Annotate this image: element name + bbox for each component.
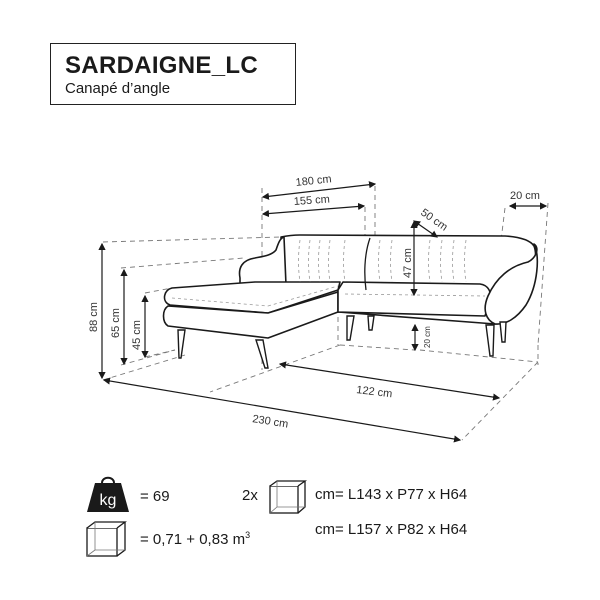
dim-label-88: 88 cm bbox=[88, 302, 100, 332]
volume-text: = 0,71 + 0,83 m bbox=[140, 531, 246, 548]
dim-label-20-leg: 20 cm bbox=[423, 326, 432, 348]
dashed-guides bbox=[102, 186, 549, 441]
sofa-legs bbox=[177, 315, 507, 369]
dim-label-122: 122 cm bbox=[356, 384, 393, 400]
dim-arrow-230 bbox=[102, 377, 462, 443]
volume-value: = 0,71 + 0,83 m3 bbox=[140, 530, 250, 548]
package-2-dimensions: cm= L157 x P82 x H64 bbox=[315, 521, 468, 538]
dim-label-155: 155 cm bbox=[293, 194, 330, 208]
dim-label-45: 45 cm bbox=[131, 320, 143, 350]
svg-text:kg: kg bbox=[100, 492, 117, 509]
sofa-outline bbox=[162, 234, 539, 339]
dim-label-50: 50 cm bbox=[418, 207, 449, 234]
title-box: SARDAIGNE_LC Canapé d’angle bbox=[50, 43, 296, 105]
weight-value: = 69 bbox=[140, 488, 170, 505]
dim-label-180: 180 cm bbox=[295, 173, 332, 189]
package-1-dimensions: cm= L143 x P77 x H64 bbox=[315, 486, 468, 503]
dim-label-65: 65 cm bbox=[110, 308, 122, 338]
dim-label-20-arm: 20 cm bbox=[510, 190, 540, 202]
product-type: Canapé d’angle bbox=[65, 80, 171, 97]
volume-box-icon bbox=[86, 521, 127, 557]
package-box-icon bbox=[269, 480, 308, 514]
volume-exponent: 3 bbox=[245, 530, 251, 540]
weight-icon: kg bbox=[87, 476, 129, 512]
dim-arrow-155 bbox=[261, 202, 366, 218]
dim-label-230: 230 cm bbox=[252, 413, 290, 430]
dim-arrow-180 bbox=[261, 181, 377, 200]
product-name: SARDAIGNE_LC bbox=[65, 52, 258, 79]
dim-arrow-50 bbox=[413, 220, 438, 238]
package-count: 2x bbox=[242, 487, 258, 504]
dim-label-47: 47 cm bbox=[402, 248, 414, 278]
